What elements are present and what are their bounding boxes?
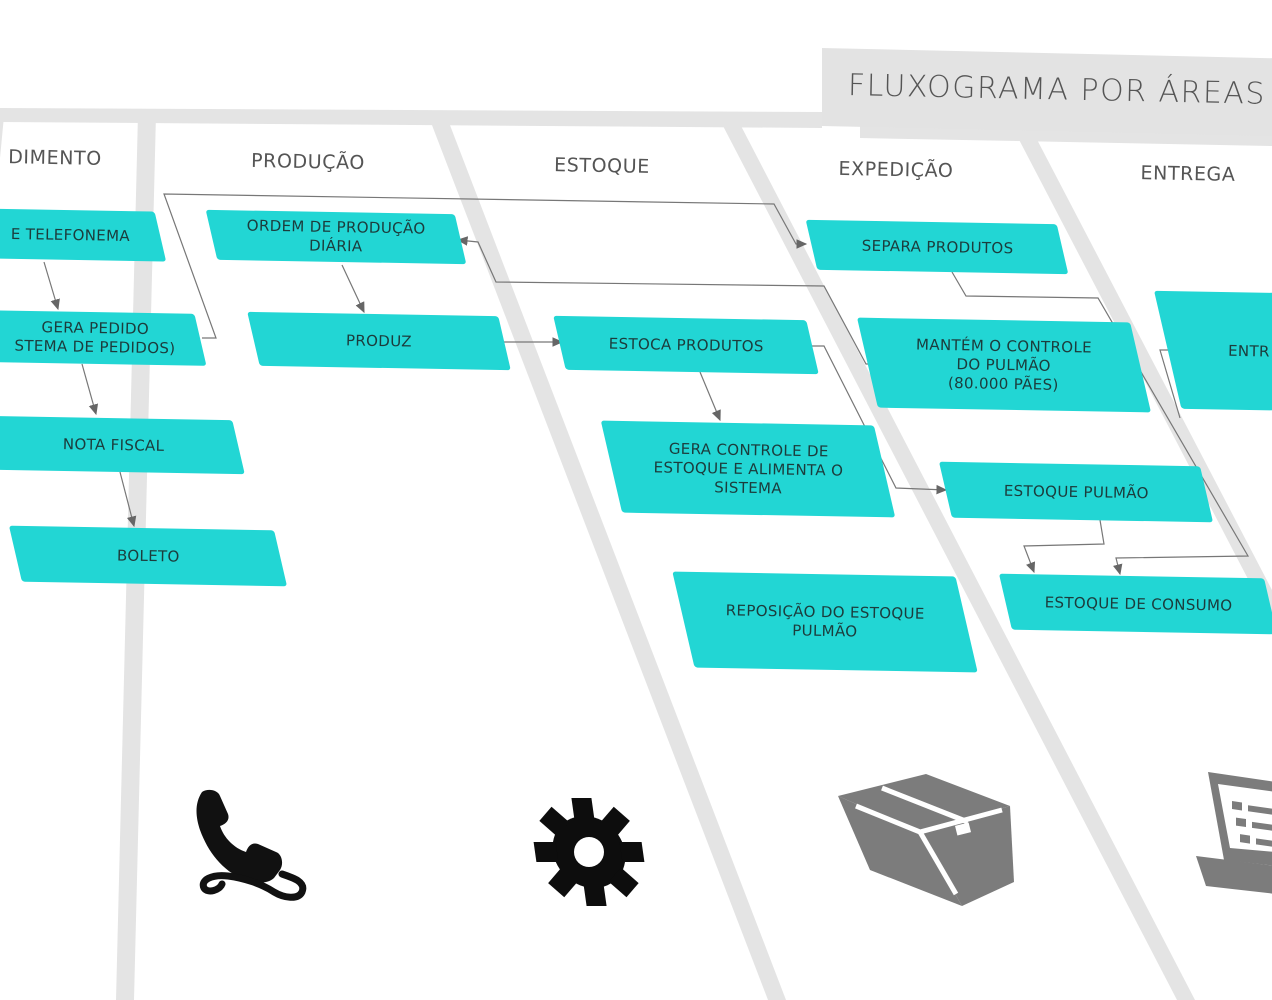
phone-handset-icon (196, 789, 307, 901)
lane-header-expedicao: EXPEDIÇÃO (838, 157, 954, 183)
step-estoque-consumo: ESTOQUE DE CONSUMO (998, 573, 1272, 635)
step-separa-produtos: SEPARA PRODUTOS (805, 219, 1069, 275)
header-strip (0, 108, 822, 128)
lane-header-producao: PRODUÇÃO (250, 149, 366, 175)
lane-header-atendimento: DIMENTO (7, 146, 102, 170)
step-boleto: BOLETO (8, 525, 288, 587)
lane-header-entrega: ENTREGA (1140, 162, 1236, 186)
step-produz: PRODUZ (247, 311, 511, 371)
step-estoca-produtos: ESTOCA PRODUTOS (553, 315, 819, 375)
step-nota-fiscal: NOTA FISCAL (0, 415, 245, 475)
gear-icon (533, 798, 645, 906)
lane-divider-0 (0, 116, 4, 159)
laptop-icon (1196, 772, 1272, 894)
step-estoque-pulmao: ESTOQUE PULMÃO (938, 461, 1214, 523)
step-mantem-controle: MANTÉM O CONTROLE DO PULMÃO (80.000 PÃES… (856, 317, 1152, 413)
lane-header-estoque: ESTOQUE (553, 154, 651, 178)
box-icon (838, 774, 1014, 906)
step-ordem-producao: ORDEM DE PRODUÇÃO DIÁRIA (205, 209, 467, 265)
step-reposicao: REPOSIÇÃO DO ESTOQUE PULMÃO (672, 571, 978, 673)
step-telefonema: E TELEFONEMA (0, 208, 167, 262)
step-gera-controle: GERA CONTROLE DE ESTOQUE E ALIMENTA O SI… (600, 420, 896, 518)
step-gera-pedido: GERA PEDIDO STEMA DE PEDIDOS) (0, 310, 207, 366)
